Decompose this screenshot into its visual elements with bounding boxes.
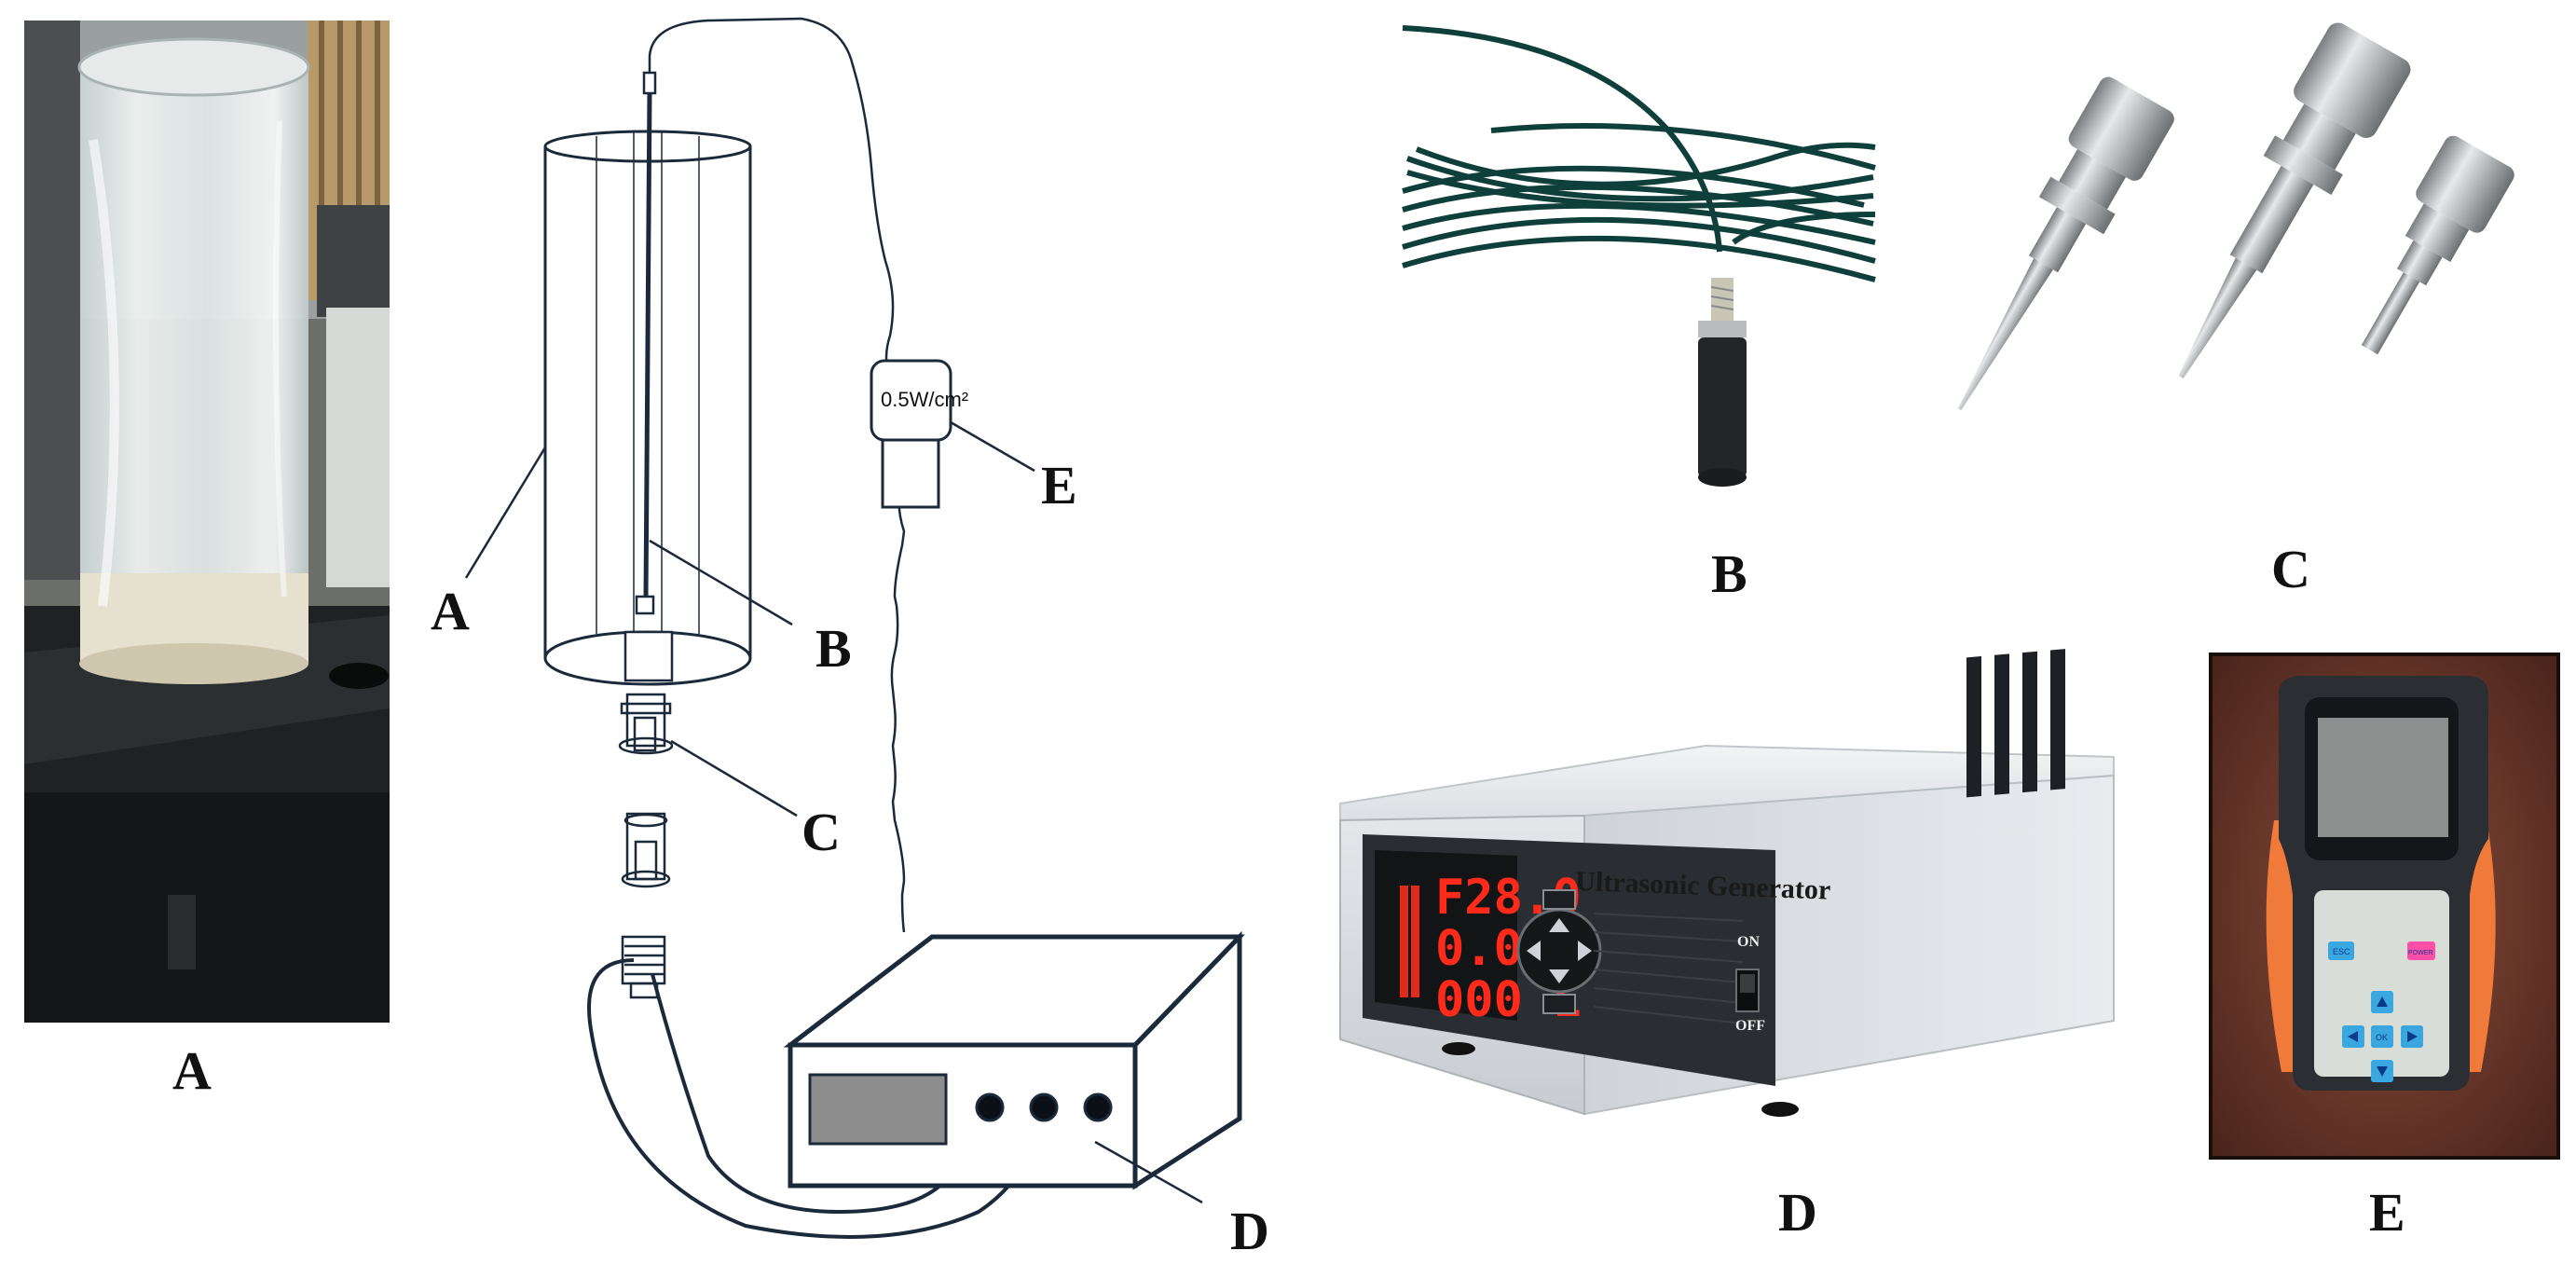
schematic-meter-e: 0.5W/cm² <box>870 359 968 509</box>
meter-reading-text: 0.5W/cm² <box>881 388 968 411</box>
generator-power-switch[interactable] <box>1735 969 1760 1012</box>
meter-key-esc: ESC <box>2333 947 2350 956</box>
meter-key-ok: OK <box>2376 1033 2388 1042</box>
schematic-label-b: B <box>815 618 852 679</box>
schematic-meter-cable <box>648 17 906 933</box>
panel-e-caption: E <box>2369 1182 2405 1243</box>
panel-d-caption: D <box>1778 1182 1817 1243</box>
generator-keypad[interactable] <box>1516 889 1602 1014</box>
panel-d-photo: F28.0 0.0A 000 L Ultrasonic Generator O <box>1339 649 2115 1243</box>
panel-c-photo: C <box>1957 22 2514 599</box>
schematic-label-a: A <box>431 581 470 641</box>
generator-vents <box>1966 649 2065 798</box>
schematic-transducer <box>618 630 674 999</box>
switch-off-label: OFF <box>1735 1018 1765 1034</box>
switch-on-label: ON <box>1737 934 1760 950</box>
schematic-label-e: E <box>1041 455 1077 515</box>
schematic-hydrophone <box>635 71 657 615</box>
schematic-label-d: D <box>1230 1201 1269 1261</box>
schematic-label-c: C <box>802 802 841 862</box>
panel-a-photo: A <box>24 21 390 1101</box>
schematic-generator-d <box>783 930 1245 1190</box>
panel-b-caption: B <box>1711 543 1747 604</box>
schematic-leader-lines <box>464 420 1203 1204</box>
schematic-diagram: 0.5W/cm² <box>464 17 1245 1239</box>
meter-key-power: POWER <box>2408 950 2432 956</box>
panel-b-photo: B <box>1402 25 1876 604</box>
panel-c-caption: C <box>2271 539 2310 599</box>
panel-a-caption: A <box>172 1040 212 1101</box>
meter-keypad[interactable] <box>2328 941 2435 1082</box>
panel-e-photo: ESC POWER OK E <box>2209 653 2560 1243</box>
